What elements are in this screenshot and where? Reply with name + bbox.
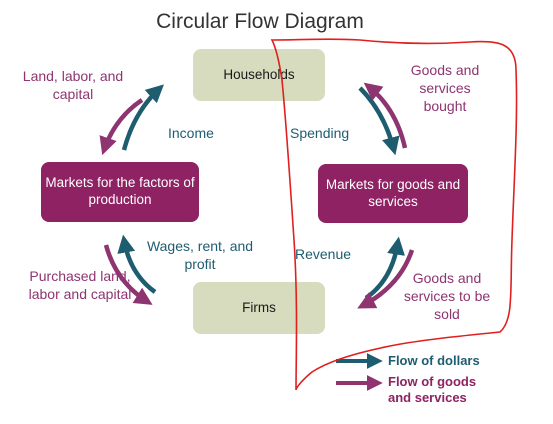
goods-flow-arrow-top-left [99, 98, 144, 156]
households-box: Households [193, 49, 325, 101]
goods-flow-arrow-bottom-left [103, 244, 153, 305]
goods-bought-label: Goods and services bought [410, 62, 480, 114]
goods-markets-box: Markets for goods and services [318, 164, 468, 223]
wages-rent-profit-label: Wages, rent, and profit [146, 238, 254, 272]
money-flow-arrow-bottom-left [117, 234, 157, 294]
purchased-inputs-label: Purchased land, labor and capital [28, 268, 132, 302]
goods-flow-arrow-top-right [363, 82, 408, 149]
goods-sold-label: Goods and services to be sold [403, 270, 491, 322]
red-annotation-outline [270, 38, 518, 391]
money-flow-arrow-top-right [358, 86, 400, 156]
revenue-label: Revenue [295, 246, 352, 262]
firms-box: Firms [193, 282, 325, 334]
spending-label: Spending [290, 125, 350, 141]
goods-flow-arrow-bottom-right [357, 249, 415, 309]
land-labor-capital-label: Land, labor, and capital [22, 68, 124, 102]
income-label: Income [168, 125, 214, 141]
money-flow-arrow-bottom-right [364, 236, 405, 300]
money-flow-arrow-top-left [121, 84, 164, 151]
factor-markets-box: Markets for the factors of production [41, 162, 199, 222]
legend-dollars-label: Flow of dollars [388, 353, 480, 368]
legend-goods-label: Flow of goods and services [388, 374, 477, 405]
diagram-title: Circular Flow Diagram [156, 10, 364, 33]
